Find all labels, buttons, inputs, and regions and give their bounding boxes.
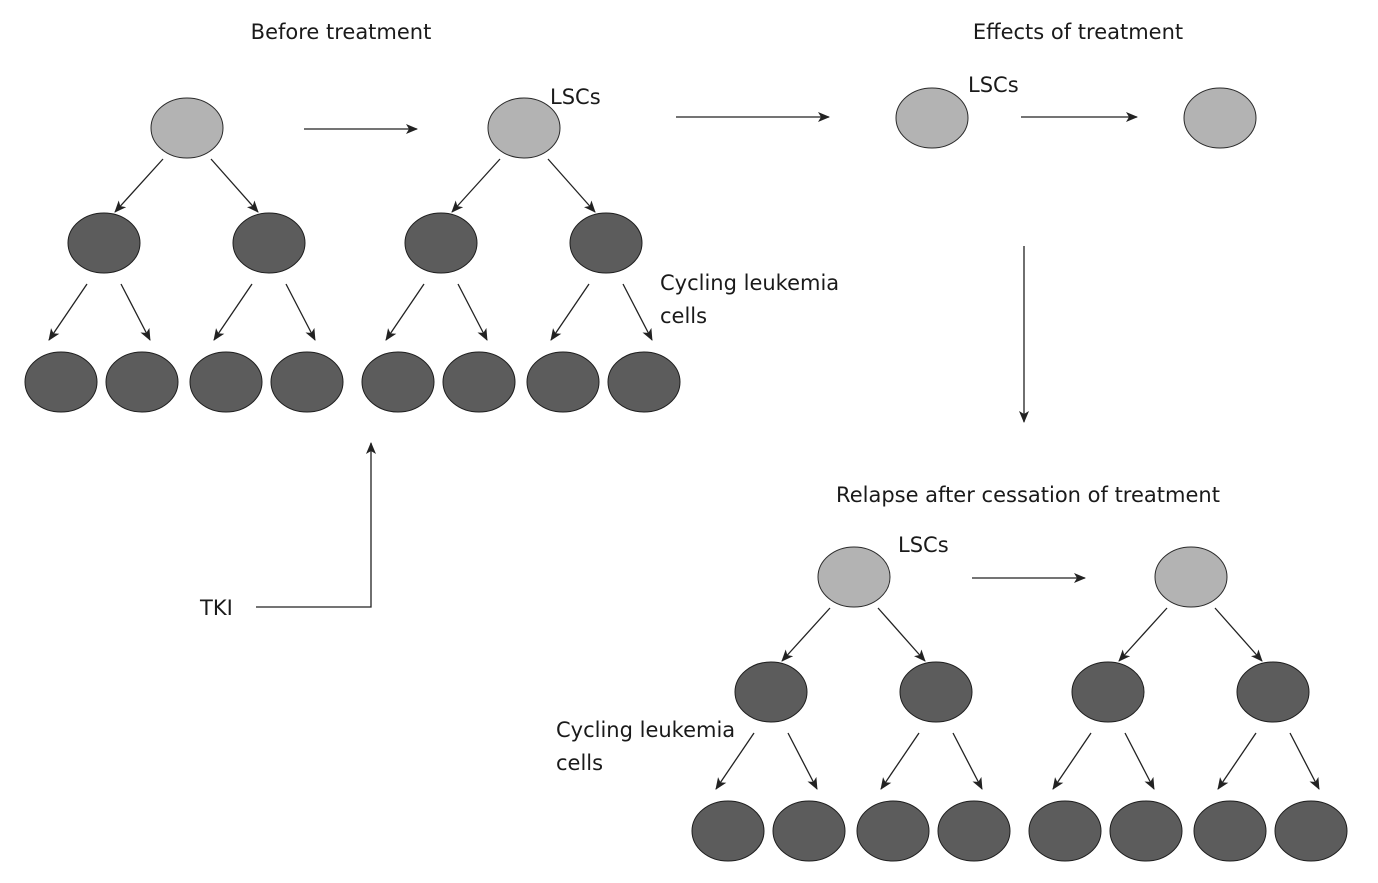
- before-tree-2-cycling-cell: [569, 212, 643, 274]
- effects-lsc-cell: [1183, 87, 1257, 149]
- relapse-tree-2-cycling-cell: [1193, 800, 1267, 862]
- before-tree-1-division-arrow: [210, 158, 259, 213]
- relapse-tree-2-cycling-cell: [1071, 661, 1145, 723]
- relapse-tree-1-division-arrow: [880, 732, 920, 790]
- before-tree-1-cycling-cell: [270, 351, 344, 413]
- before-tree-1-lsc-cell: [150, 97, 224, 159]
- relapse-tree-1-cycling-cell: [772, 800, 846, 862]
- effects-lsc-cell: [895, 87, 969, 149]
- before-tree-1-division-arrow: [285, 283, 316, 341]
- relapse-tree-1-division-arrow: [877, 607, 926, 662]
- relapse-tree-2-division-arrow: [1214, 607, 1263, 662]
- tki-arrow: [256, 442, 376, 608]
- relapse-tree-2-cycling-cell: [1109, 800, 1183, 862]
- relapse-tree-1-cycling-cell: [691, 800, 765, 862]
- relapse-tree-2-cycling-cell: [1028, 800, 1102, 862]
- before-tree-2-division-arrow: [385, 283, 425, 341]
- title-relapse: Relapse after cessation of treatment: [836, 483, 1220, 507]
- tki-label: TKI: [199, 596, 233, 620]
- before-tree-1-cycling-cell: [232, 212, 306, 274]
- relapse-tree-1-cycling-cell: [899, 661, 973, 723]
- before-tree-2-cycling-cell: [404, 212, 478, 274]
- before-tree-1-division-arrow: [213, 283, 253, 341]
- before-tree-2-division-arrow: [457, 283, 488, 341]
- before-tree-1-cycling-cell: [67, 212, 141, 274]
- before-tree-2-cycling-cell: [361, 351, 435, 413]
- before-tree-1-division-arrow: [120, 283, 151, 341]
- relapse-tree-2-division-arrow: [1289, 732, 1320, 790]
- cycling-cells-label-relapse-line2: cells: [556, 751, 603, 775]
- before-tree-2-lsc-cell: [487, 97, 561, 159]
- before-tree-1-cycling-cell: [189, 351, 263, 413]
- relapse-tree-1-division-arrow: [715, 732, 755, 790]
- cycling-cells-label-relapse-line1: Cycling leukemia: [556, 718, 735, 742]
- relapse-tree-1-cycling-cell: [937, 800, 1011, 862]
- relapse-tree-2-division-arrow: [1052, 732, 1092, 790]
- relapse-tree-2-lsc-cell: [1154, 546, 1228, 608]
- lsc-label-before: LSCs: [550, 85, 601, 109]
- relapse-tree-2-division-arrow: [1217, 732, 1257, 790]
- before-tree-2-cycling-cell: [442, 351, 516, 413]
- relapse-tree-1-cycling-cell: [734, 661, 808, 723]
- before-tree-1-cycling-cell: [24, 351, 98, 413]
- relapse-tree-1-cycling-cell: [856, 800, 930, 862]
- title-before-treatment: Before treatment: [251, 20, 432, 44]
- before-tree-1-division-arrow: [114, 158, 164, 213]
- before-tree-2-division-arrow: [547, 158, 596, 213]
- relapse-tree-2-cycling-cell: [1236, 661, 1310, 723]
- relapse-tree-2-division-arrow: [1118, 607, 1168, 662]
- title-effects-of-treatment: Effects of treatment: [973, 20, 1183, 44]
- relapse-tree-2-division-arrow: [1124, 732, 1155, 790]
- cycling-cells-label-before-line2: cells: [660, 304, 707, 328]
- relapse-tree-1-division-arrow: [952, 732, 983, 790]
- diagram-shapes: [24, 87, 1348, 862]
- before-tree-2-cycling-cell: [526, 351, 600, 413]
- cycling-cells-label-before-line1: Cycling leukemia: [660, 271, 839, 295]
- lsc-label-effects: LSCs: [968, 73, 1019, 97]
- relapse-tree-1-division-arrow: [787, 732, 818, 790]
- before-tree-2-division-arrow: [622, 283, 653, 341]
- relapse-tree-2-cycling-cell: [1274, 800, 1348, 862]
- lsc-label-relapse: LSCs: [898, 533, 949, 557]
- relapse-tree-1-lsc-cell: [817, 546, 891, 608]
- before-tree-2-division-arrow: [451, 158, 501, 213]
- relapse-tree-1-division-arrow: [781, 607, 831, 662]
- before-tree-2-division-arrow: [550, 283, 590, 341]
- before-tree-2-cycling-cell: [607, 351, 681, 413]
- before-tree-1-division-arrow: [48, 283, 88, 341]
- before-tree-1-cycling-cell: [105, 351, 179, 413]
